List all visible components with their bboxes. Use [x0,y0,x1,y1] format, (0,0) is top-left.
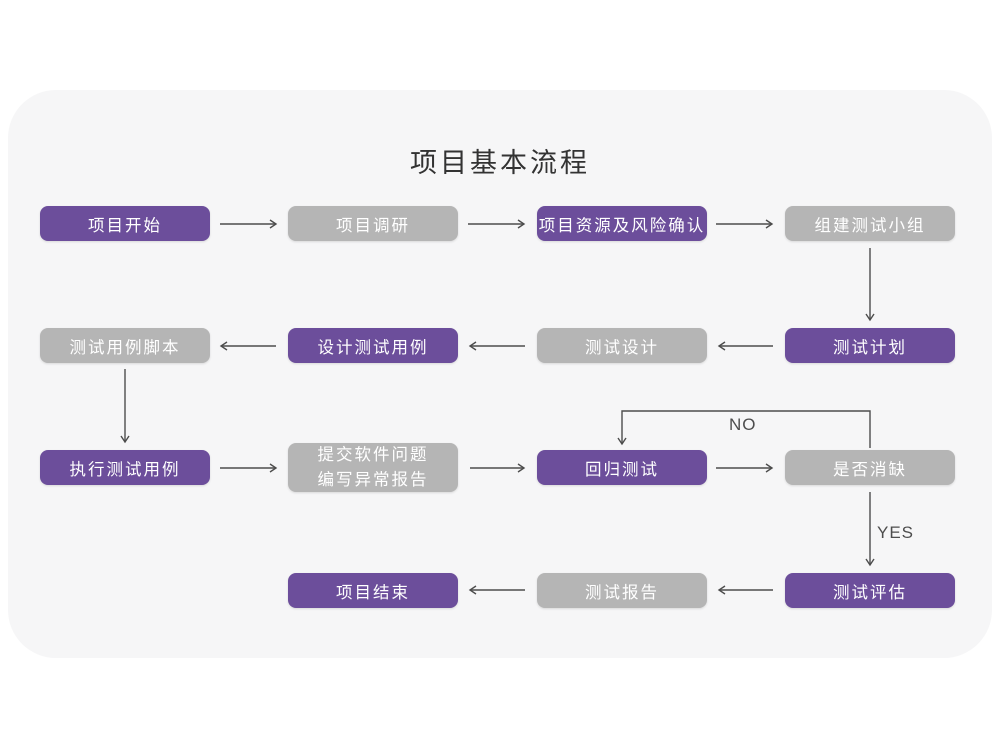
edge-label-no: NO [729,415,757,434]
node-test-evaluation: 测试评估 [785,573,955,608]
node-test-design: 测试设计 [537,328,707,363]
node-build-test-team: 组建测试小组 [785,206,955,241]
node-test-plan: 测试计划 [785,328,955,363]
node-execute-test-case: 执行测试用例 [40,450,210,485]
node-test-case-script: 测试用例脚本 [40,328,210,363]
node-resource-risk: 项目资源及风险确认 [537,206,707,241]
node-design-test-case: 设计测试用例 [288,328,458,363]
flowchart-card [8,90,992,658]
edge-label-yes: YES [877,523,915,542]
node-project-start: 项目开始 [40,206,210,241]
diagram-title: 项目基本流程 [410,148,590,178]
node-defect-resolved: 是否消缺 [785,450,955,485]
node-regression-test: 回归测试 [537,450,707,485]
node-submit-issue-report: 提交软件问题 编写异常报告 [288,443,458,492]
node-project-research: 项目调研 [288,206,458,241]
node-project-end: 项目结束 [288,573,458,608]
node-test-report: 测试报告 [537,573,707,608]
